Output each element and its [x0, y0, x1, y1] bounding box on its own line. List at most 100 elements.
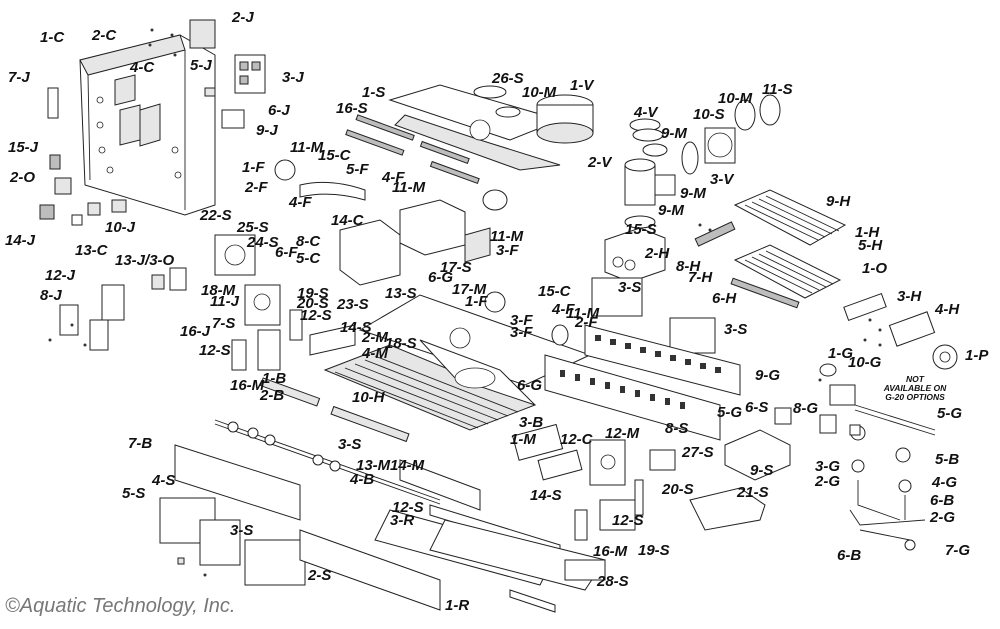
part-label: 1-M: [510, 431, 536, 448]
part-label: 20-S: [661, 481, 694, 498]
part-label: 1-F: [465, 293, 488, 310]
part-label: 4-M: [361, 345, 388, 362]
part-label: 9-M: [661, 125, 687, 142]
part-label: 2-G: [929, 509, 955, 526]
part-label: 5-C: [296, 250, 321, 267]
part-label: 13-M: [356, 457, 391, 474]
part-label: 9-J: [256, 122, 278, 139]
flex-hose: [299, 181, 366, 201]
part-label: 12-M: [605, 425, 640, 442]
front-panel-4s: [174, 444, 301, 521]
part-label: 5-S: [122, 485, 145, 502]
part-label: 2-V: [587, 154, 613, 171]
part-label: 28-S: [596, 573, 629, 590]
part-label: 4-F: [551, 301, 575, 318]
part-label: 1-G: [828, 345, 853, 362]
part-label: 15-C: [538, 283, 572, 300]
part-label: 1-B: [262, 370, 286, 387]
part-label: 23-S: [336, 296, 369, 313]
part-label: 2-G: [814, 473, 840, 490]
part-label: 1-H: [855, 224, 880, 241]
box-21s: [724, 429, 791, 481]
part-label: 2-C: [91, 27, 117, 44]
part-label: 11-M: [392, 179, 426, 196]
part-label: 1-C: [40, 29, 65, 46]
part-label: 5-J: [190, 57, 212, 74]
note-line: G-20 OPTIONS: [885, 392, 945, 402]
part-label: 16-M: [593, 543, 628, 560]
part-label: 17-M: [452, 281, 487, 298]
part-label: 1-R: [445, 597, 469, 614]
part-label: 10-S: [693, 106, 725, 123]
part-label: 5-G: [717, 404, 742, 421]
part-label: 5-B: [935, 451, 959, 468]
part-label: 6-G: [517, 377, 542, 394]
part-label: 14-S: [530, 487, 562, 504]
part-label: 16-M: [230, 377, 265, 394]
part-label: 2-M: [361, 329, 388, 346]
part-label: 3-G: [815, 458, 840, 475]
part-label: 13-C: [75, 242, 109, 259]
part-label: 14-C: [331, 212, 365, 229]
part-label: 2-J: [231, 9, 254, 26]
access-panel: [669, 317, 716, 354]
part-label: 1-S: [362, 84, 385, 101]
part-label: 3-V: [710, 171, 735, 188]
part-label: 11-J: [210, 293, 240, 310]
part-label: 1-F: [242, 159, 265, 176]
part-label: 3-R: [390, 512, 414, 529]
part-label: 3-S: [724, 321, 747, 338]
part-label: 21-S: [736, 484, 769, 501]
part-label: 6-F: [275, 244, 298, 261]
part-label: 10-G: [848, 354, 882, 371]
part-label: 10-J: [105, 219, 136, 236]
part-label: 12-S: [392, 499, 424, 516]
part-label: 18-M: [201, 282, 236, 299]
note-line: NOT: [906, 374, 925, 384]
part-label: 8-J: [40, 287, 62, 304]
part-label: 5-G: [937, 405, 962, 422]
part-label: 9-M: [680, 185, 706, 202]
part-label: 13-S: [385, 285, 417, 302]
part-label: 14-M: [390, 457, 425, 474]
heat-exchanger-bottom: [733, 244, 842, 299]
part-label: 4-V: [633, 104, 659, 121]
part-label: 24-S: [246, 234, 279, 251]
part-label: 15-J: [8, 139, 39, 156]
vent-collar: [536, 94, 594, 144]
part-label: 12-S: [612, 512, 644, 529]
part-label: 8-G: [793, 400, 818, 417]
part-label: 13-J/3-O: [115, 252, 175, 269]
part-label: 6-J: [268, 102, 290, 119]
part-label: 1-V: [570, 77, 595, 94]
heat-exchanger-top: [733, 189, 847, 246]
part-label: 4-B: [349, 471, 374, 488]
part-label: 7-B: [128, 435, 152, 452]
part-label: 6-H: [712, 290, 737, 307]
part-label: 6-S: [745, 399, 768, 416]
part-label: 4-S: [151, 472, 175, 489]
part-label: 18-S: [385, 335, 417, 352]
part-label: 11-S: [762, 81, 793, 98]
part-label: 8-H: [676, 258, 701, 275]
part-label: 11-M: [290, 139, 324, 156]
not-available-note: NOT AVAILABLE ON G-20 OPTIONS: [883, 374, 947, 402]
part-label: 2-F: [244, 179, 268, 196]
gas-valve-10g: [829, 384, 856, 406]
copyright-text: ©Aquatic Technology, Inc.: [5, 595, 235, 617]
part-label: 3-S: [338, 436, 361, 453]
part-label: 2-S: [307, 567, 331, 584]
part-label: 26-S: [491, 70, 524, 87]
control-box-center: [339, 219, 401, 286]
control-board: [234, 54, 266, 94]
part-label: 16-J: [180, 323, 211, 340]
part-label: 9-H: [826, 193, 851, 210]
burner-assembly: [323, 344, 537, 431]
note-line: AVAILABLE ON: [883, 383, 947, 393]
bottom-rail: [299, 529, 441, 611]
part-label: 4-G: [931, 474, 957, 491]
gasket-20s: [689, 487, 766, 531]
part-label: 3-B: [519, 414, 543, 431]
part-label: 19-S: [297, 285, 329, 302]
